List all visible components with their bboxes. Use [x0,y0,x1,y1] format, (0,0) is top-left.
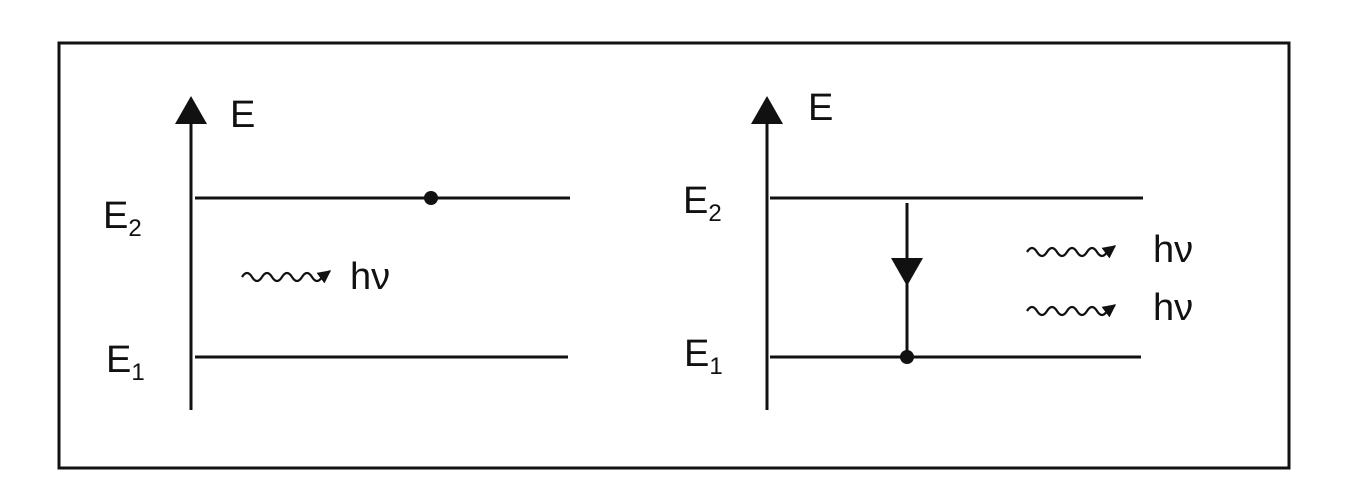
right-lower-level-label: E1 [684,333,723,380]
left-photon-label: hν [350,256,390,298]
right-axis-arrowhead [751,96,783,124]
right-emitted-photon-wave-icon-1 [1026,245,1117,259]
right-panel: E E2 E1 hν hν [683,87,1193,410]
right-axis-label: E [808,87,833,129]
left-axis-arrowhead [175,96,207,124]
right-photon-label-1: hν [1153,229,1193,271]
diagram-frame [57,41,1291,470]
right-emitted-photon-wave-icon-2 [1026,304,1117,318]
left-excited-electron [424,191,438,205]
left-upper-level-label: E2 [103,195,142,242]
right-photon-label-2: hν [1153,287,1193,329]
transition-arrowhead [891,258,923,286]
right-ground-electron [900,350,914,364]
left-lower-level-label: E1 [106,339,145,386]
left-axis-label: E [230,94,255,136]
right-upper-level-label: E2 [683,180,722,227]
left-panel: E E2 E1 hν [103,94,570,410]
left-incident-photon-wave-icon [241,270,332,284]
